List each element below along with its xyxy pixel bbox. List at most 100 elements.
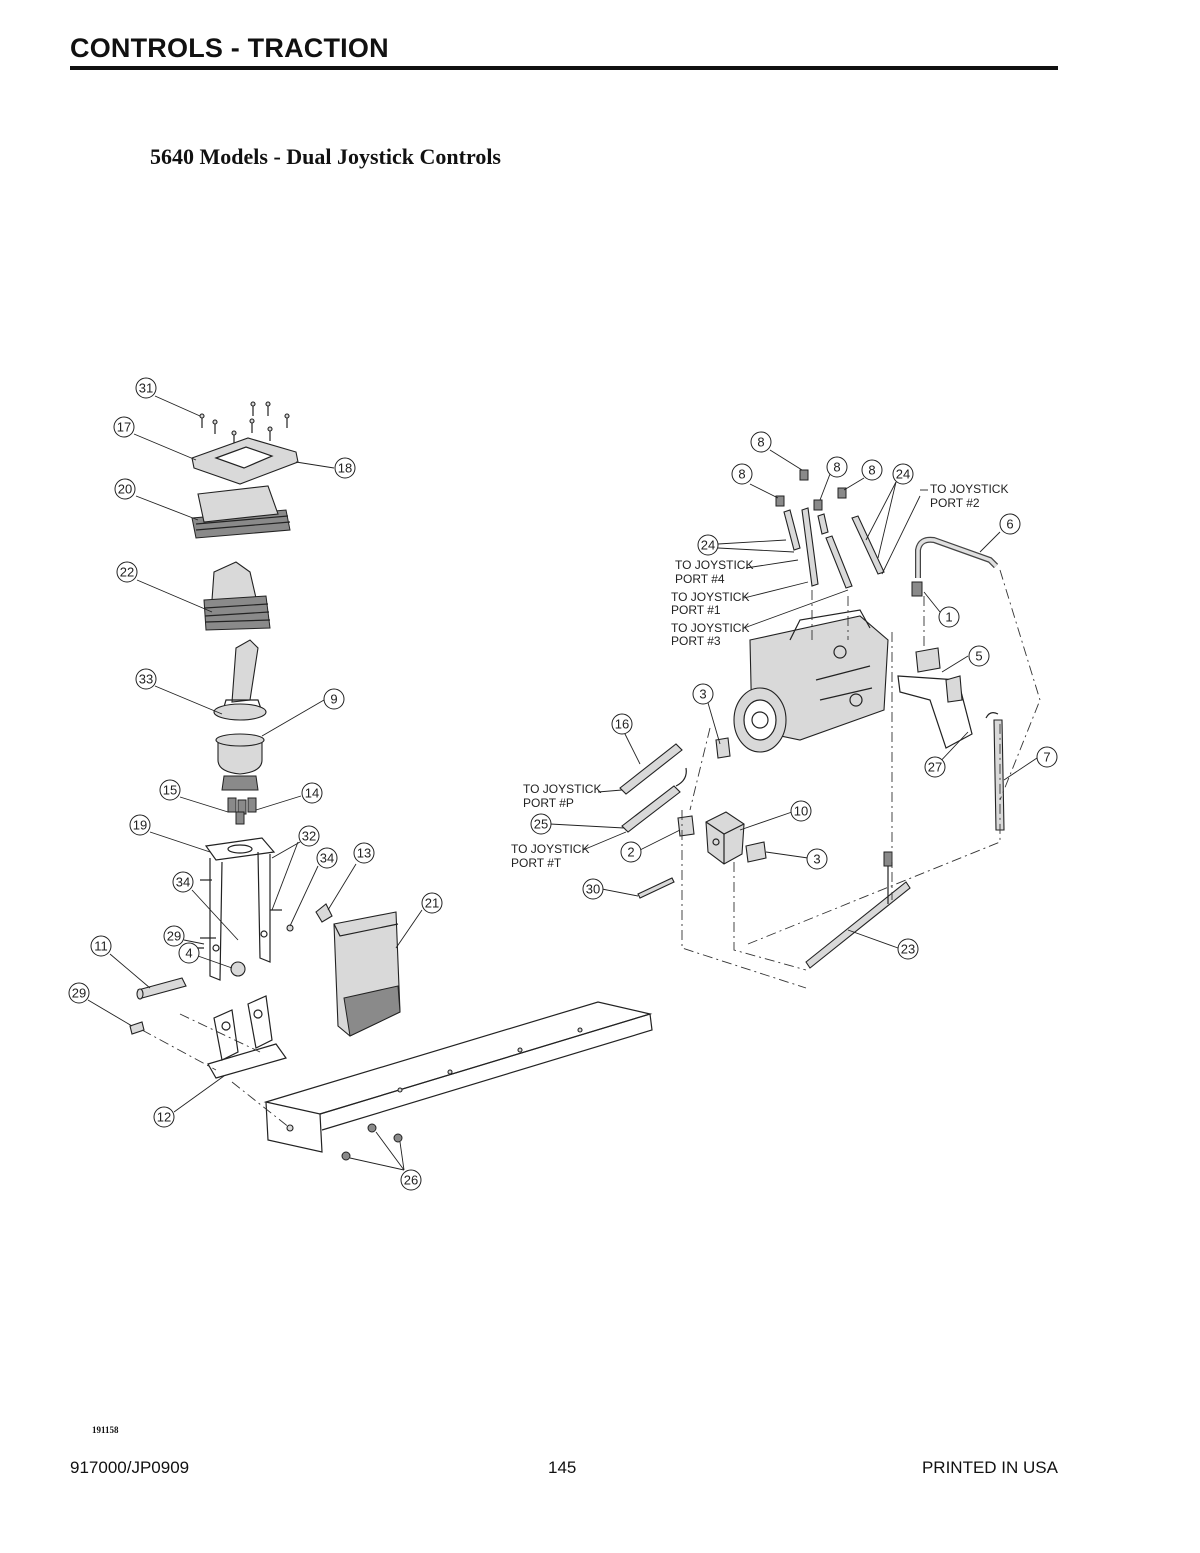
port-label-t: TO JOYSTICK PORT #T: [511, 842, 589, 870]
svg-text:TO JOYSTICK: TO JOYSTICK: [671, 621, 749, 635]
svg-text:8: 8: [833, 460, 840, 475]
svg-text:34: 34: [176, 875, 190, 890]
hose-16: [619, 743, 683, 795]
svg-text:30: 30: [586, 882, 600, 897]
callout-30: 30: [582, 878, 604, 900]
svg-text:10: 10: [794, 804, 808, 819]
callout-8-left: 8: [731, 463, 753, 485]
svg-text:29: 29: [72, 986, 86, 1001]
hydrostatic-pump: [733, 609, 889, 753]
svg-text:11: 11: [94, 939, 108, 954]
callout-34-right: 34: [316, 847, 338, 869]
svg-text:18: 18: [338, 461, 352, 476]
svg-text:21: 21: [425, 896, 439, 911]
boot-22: [203, 561, 271, 631]
port-label-1: TO JOYSTICK PORT #1: [671, 590, 749, 617]
drawing-number: 191158: [92, 1425, 119, 1435]
callout-2: 2: [620, 841, 642, 863]
callout-11: 11: [90, 935, 112, 957]
boot-20: [191, 485, 291, 539]
svg-text:13: 13: [357, 846, 371, 861]
port-label-4: TO JOYSTICK PORT #4: [675, 558, 753, 586]
callout-25: 25: [530, 813, 552, 835]
harness-23: [805, 851, 911, 969]
svg-text:8: 8: [738, 467, 745, 482]
svg-text:PORT #2: PORT #2: [930, 496, 980, 510]
callout-24-left: 24: [697, 534, 719, 556]
callout-31: 31: [135, 377, 157, 399]
callout-20: 20: [114, 478, 136, 500]
svg-text:16: 16: [615, 717, 629, 732]
callout-23: 23: [897, 938, 919, 960]
pump-assembly: [619, 469, 1041, 989]
footer-print-note: PRINTED IN USA: [921, 1458, 1058, 1477]
port-label-p: TO JOYSTICK PORT #P: [523, 782, 601, 810]
fitting-1: [911, 581, 923, 597]
callout-10: 10: [790, 800, 812, 822]
svg-text:8: 8: [868, 463, 875, 478]
tee-2: [677, 815, 695, 837]
callout-7: 7: [1036, 746, 1058, 768]
svg-text:7: 7: [1043, 750, 1050, 765]
screw-set-31: [199, 401, 290, 445]
callout-29-lower: 29: [68, 982, 90, 1004]
svg-text:19: 19: [133, 818, 147, 833]
port-label-2: TO JOYSTICK PORT #2: [920, 482, 1008, 510]
callout-18: 18: [334, 457, 356, 479]
bolts: [186, 879, 294, 949]
callout-6: 6: [999, 513, 1021, 535]
svg-text:29: 29: [167, 929, 181, 944]
valve-block-10: [705, 811, 745, 865]
callout-16: 16: [611, 713, 633, 735]
svg-text:4: 4: [185, 946, 192, 961]
svg-text:PORT #P: PORT #P: [523, 796, 574, 810]
svg-text:23: 23: [901, 942, 915, 957]
svg-text:TO JOYSTICK: TO JOYSTICK: [675, 558, 753, 572]
svg-text:27: 27: [928, 760, 942, 775]
callout-26: 26: [400, 1169, 422, 1191]
svg-text:26: 26: [404, 1173, 418, 1188]
svg-text:1: 1: [945, 610, 952, 625]
callout-8-right: 8: [861, 459, 883, 481]
svg-text:PORT #T: PORT #T: [511, 856, 562, 870]
callout-32: 32: [298, 825, 320, 847]
svg-text:TO JOYSTICK: TO JOYSTICK: [671, 590, 749, 604]
joystick-handle: [231, 639, 259, 703]
callout-5: 5: [968, 645, 990, 667]
svg-text:22: 22: [120, 565, 134, 580]
callout-29-upper: 29: [163, 925, 185, 947]
callout-21: 21: [421, 892, 443, 914]
joystick-assembly: [129, 401, 653, 1161]
callout-27: 27: [924, 756, 946, 778]
svg-text:17: 17: [117, 420, 131, 435]
svg-text:PORT #1: PORT #1: [671, 603, 721, 617]
callout-8-mid: 8: [826, 456, 848, 478]
svg-text:24: 24: [896, 467, 910, 482]
svg-text:6: 6: [1006, 517, 1013, 532]
svg-text:20: 20: [118, 482, 132, 497]
callout-13: 13: [353, 842, 375, 864]
callout-34-left: 34: [172, 871, 194, 893]
hose-25: [621, 785, 681, 833]
frame-rail: [263, 1001, 653, 1153]
svg-text:14: 14: [305, 786, 319, 801]
pivot-pin: [137, 977, 187, 999]
svg-text:3: 3: [813, 852, 820, 867]
nuts-26: [341, 1123, 403, 1161]
svg-text:8: 8: [757, 435, 764, 450]
callout-12: 12: [153, 1106, 175, 1128]
page-title: CONTROLS - TRACTION: [70, 33, 389, 63]
hose-7: [993, 719, 1005, 831]
svg-text:PORT #4: PORT #4: [675, 572, 725, 586]
svg-text:24: 24: [701, 538, 715, 553]
title-rule: [70, 66, 1058, 70]
callout-17: 17: [113, 416, 135, 438]
svg-text:9: 9: [330, 692, 337, 707]
callout-33: 33: [135, 668, 157, 690]
base-clevis: [207, 995, 287, 1079]
cover-21: [333, 911, 401, 1037]
callout-8-top: 8: [750, 431, 772, 453]
callout-15: 15: [159, 779, 181, 801]
knob-13: [315, 903, 333, 923]
